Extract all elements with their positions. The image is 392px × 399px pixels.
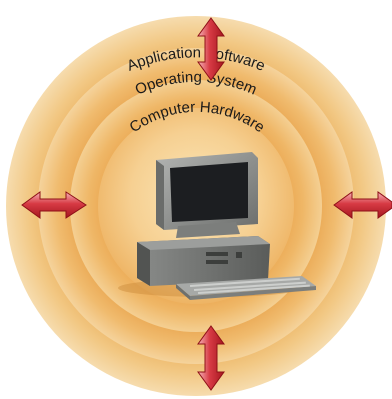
keyboard [176,276,316,300]
monitor-screen [170,162,248,222]
top-double-arrow-icon [197,17,225,81]
system-unit [137,236,270,286]
left-double-arrow-icon [21,191,87,219]
computer-icon [118,152,316,300]
monitor [156,152,258,238]
bottom-double-arrow-icon [197,325,225,391]
right-double-arrow-icon [333,191,392,219]
